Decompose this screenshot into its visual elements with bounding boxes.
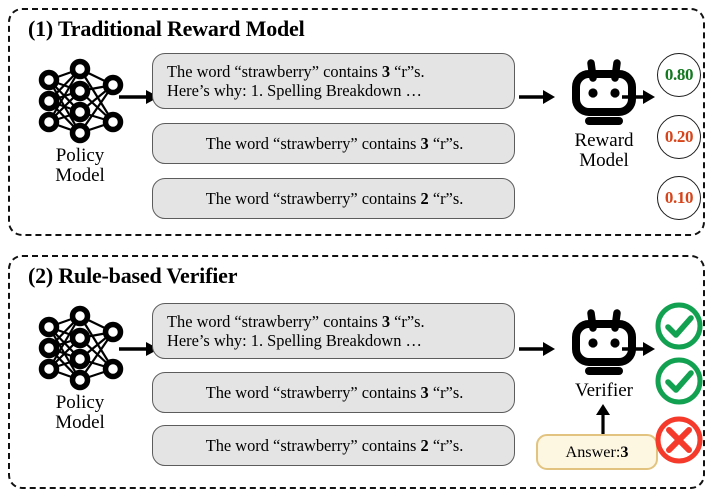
- verifier-block: Verifier: [548, 308, 660, 401]
- answer-chip-value: 3: [620, 442, 629, 461]
- verdict-correct-icon: [655, 357, 703, 405]
- arrow-messages-to-reward-model: [519, 90, 555, 104]
- policy-model-caption: Policy Model: [18, 393, 142, 433]
- message-box: The word “strawberry” contains 3 “r”s.: [152, 372, 515, 413]
- score-badge: 0.10: [657, 176, 701, 220]
- message-box: The word “strawberry” contains 3 “r”s. H…: [152, 53, 515, 109]
- judge-caption-line-2: Model: [579, 149, 629, 171]
- answer-chip: Answer: 3: [536, 434, 658, 470]
- arrow-answer-to-verifier: [596, 404, 610, 434]
- arrow-reward-model-to-scores: [622, 90, 655, 104]
- message-line-1: The word “strawberry” contains 2 “r”s.: [205, 435, 464, 455]
- neural-network-icon: [38, 58, 124, 144]
- arrow-messages-to-verifier: [519, 342, 555, 356]
- robot-icon: [572, 59, 636, 125]
- judge-caption-line-1: Verifier: [574, 380, 634, 401]
- judge-caption-line-1: Reward: [574, 130, 634, 151]
- message-box: The word “strawberry” contains 3 “r”s.: [152, 123, 515, 164]
- answer-chip-label: Answer:: [565, 442, 621, 461]
- panel-title: (1) Traditional Reward Model: [28, 16, 305, 41]
- arrow-verifier-to-verdicts: [622, 342, 655, 356]
- verifier-caption: Verifier: [548, 381, 660, 401]
- message-box: The word “strawberry” contains 3 “r”s. H…: [152, 303, 515, 359]
- message-box: The word “strawberry” contains 2 “r”s.: [152, 425, 515, 466]
- message-box: The word “strawberry” contains 2 “r”s.: [152, 178, 515, 219]
- policy-model-block-2: Policy Model: [18, 305, 142, 433]
- policy-caption-line-1: Policy: [55, 145, 105, 166]
- message-line-2: Here’s why: 1. Spelling Breakdown …: [167, 331, 422, 350]
- policy-caption-line-2: Model: [55, 411, 105, 433]
- message-line-1: The word “strawberry” contains 3 “r”s.: [205, 133, 464, 153]
- message-line-1: The word “strawberry” contains 3 “r”s.: [167, 61, 425, 81]
- message-line-2: Here’s why: 1. Spelling Breakdown …: [167, 81, 422, 100]
- policy-caption-line-1: Policy: [55, 392, 105, 413]
- score-badge: 0.80: [657, 53, 701, 97]
- robot-icon: [572, 309, 636, 375]
- policy-caption-line-2: Model: [55, 164, 105, 186]
- reward-model-caption: Reward Model: [548, 131, 660, 171]
- message-line-1: The word “strawberry” contains 2 “r”s.: [205, 188, 464, 208]
- verdict-incorrect-icon: [655, 416, 703, 464]
- policy-model-block-1: Policy Model: [18, 58, 142, 186]
- reward-model-block: Reward Model: [548, 58, 660, 171]
- policy-model-caption: Policy Model: [18, 146, 142, 186]
- neural-network-icon: [38, 305, 124, 391]
- message-line-1: The word “strawberry” contains 3 “r”s.: [205, 382, 464, 402]
- panel-title: (2) Rule-based Verifier: [28, 263, 238, 288]
- verdict-correct-icon: [655, 302, 703, 350]
- message-line-1: The word “strawberry” contains 3 “r”s.: [167, 311, 425, 331]
- score-badge: 0.20: [657, 115, 701, 159]
